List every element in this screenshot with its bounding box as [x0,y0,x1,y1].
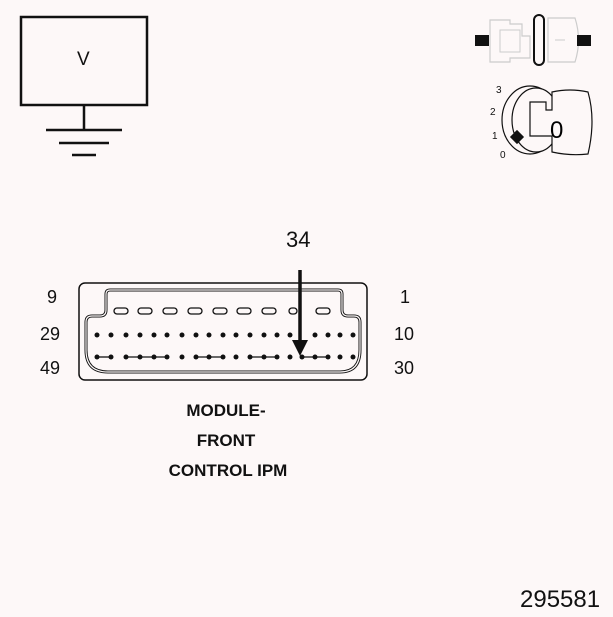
ignition-position-3: 3 [496,85,502,96]
ignition-position-0: 0 [500,150,506,161]
disconnected-connector-icon [475,14,591,66]
module-title-line-1: MODULE- [186,401,266,420]
pin-label-49: 49 [40,358,61,378]
svg-text:0: 0 [550,117,563,144]
pin-label-9: 9 [47,287,58,307]
figure-number: 295581 [520,586,601,613]
ignition-position-2: 2 [490,107,496,118]
pin-label-10: 10 [394,324,415,344]
pin-label-29: 29 [40,324,61,344]
ignition-key-icon: 0 [501,85,593,156]
meter-symbol: V [77,49,90,70]
pin-label-30: 30 [394,358,415,378]
pin-label-1: 1 [400,287,411,307]
ignition-position-1: 1 [492,131,498,142]
voltmeter-ground-icon [19,15,149,157]
connector-face [78,270,368,381]
module-title-line-3: CONTROL IPM [168,461,288,480]
callout-pin-number: 34 [286,227,311,252]
module-title-line-2: FRONT [196,431,256,450]
